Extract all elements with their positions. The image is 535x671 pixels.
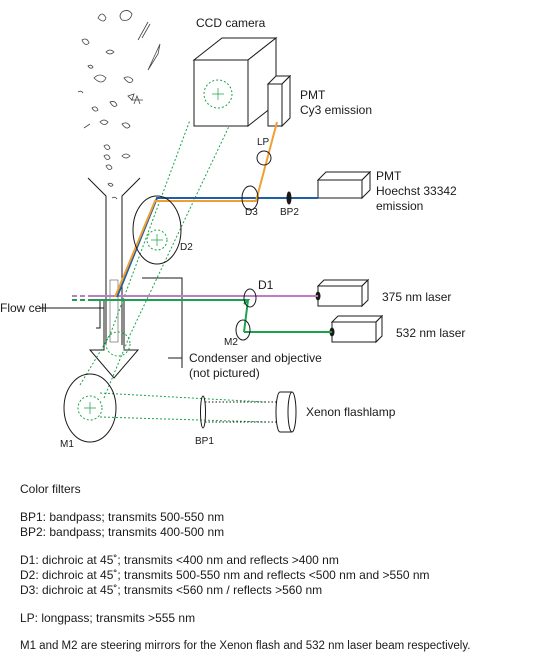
laser-532 xyxy=(329,314,384,344)
legend-d2: D2: dichroic at 45˚; transmits 500-550 n… xyxy=(20,568,430,582)
label-d2: D2 xyxy=(180,242,193,253)
label-m2: M2 xyxy=(224,337,238,348)
legend-bp2: BP2: bandpass; transmits 400-500 nm xyxy=(20,525,225,539)
label-pmt-hoechst: PMT xyxy=(376,169,402,183)
label-xenon: Xenon flashlamp xyxy=(306,405,396,419)
label-d3: D3 xyxy=(245,207,258,218)
d1-dichroic xyxy=(243,288,257,308)
legend-lp: LP: longpass; transmits >555 nm xyxy=(20,611,196,625)
beam-blue xyxy=(116,197,318,298)
legend-mirrors: M1 and M2 are steering mirrors for the X… xyxy=(20,640,471,652)
beam-orange xyxy=(114,121,278,298)
label-lp: LP xyxy=(257,137,270,148)
beam-green-input xyxy=(72,299,251,305)
bp2-filter xyxy=(286,191,292,205)
pmt-cy3 xyxy=(266,74,292,128)
xenon-flashlamp xyxy=(275,391,297,433)
label-bp1: BP1 xyxy=(195,436,214,447)
legend-title: Color filters xyxy=(20,482,81,496)
imaging-path xyxy=(79,119,266,423)
label-hoechst-emission: emission xyxy=(376,199,423,213)
label-bp2: BP2 xyxy=(280,207,299,218)
label-not-pictured: (not pictured) xyxy=(189,366,260,380)
xenon-path xyxy=(205,401,278,423)
bp1-filter xyxy=(200,395,206,429)
beam-green-m2 xyxy=(243,299,249,333)
label-flow-cell: Flow cell xyxy=(0,301,47,315)
label-m1: M1 xyxy=(60,439,74,450)
label-hoechst: Hoechst 33342 xyxy=(376,184,457,198)
d3-dichroic xyxy=(241,185,259,211)
laser-375 xyxy=(315,278,370,308)
label-condenser: Condenser and objective xyxy=(189,351,322,365)
lp-filter xyxy=(256,150,272,166)
plankton-particles xyxy=(77,10,161,200)
label-cy3-emission: Cy3 emission xyxy=(300,103,372,117)
pmt-hoechst xyxy=(316,170,372,200)
condenser-objective xyxy=(88,277,183,379)
label-pmt-cy3: PMT xyxy=(300,88,326,102)
m1-mirror xyxy=(63,373,117,443)
ccd-camera xyxy=(192,36,278,128)
label-ccd-camera: CCD camera xyxy=(196,16,266,30)
legend-d1: D1: dichroic at 45˚; transmits <400 nm a… xyxy=(20,553,339,567)
m2-mirror xyxy=(235,319,251,341)
legend-bp1: BP1: bandpass; transmits 500-550 nm xyxy=(20,510,225,524)
beam-dashes xyxy=(77,294,88,302)
legend-d3: D3: dichroic at 45˚; transmits <560 nm /… xyxy=(20,583,323,597)
label-532-laser: 532 nm laser xyxy=(396,326,465,340)
label-d1: D1 xyxy=(258,278,274,292)
label-375-laser: 375 nm laser xyxy=(382,290,451,304)
d2-dichroic xyxy=(132,195,182,265)
optics xyxy=(63,150,292,443)
beams xyxy=(72,121,332,333)
